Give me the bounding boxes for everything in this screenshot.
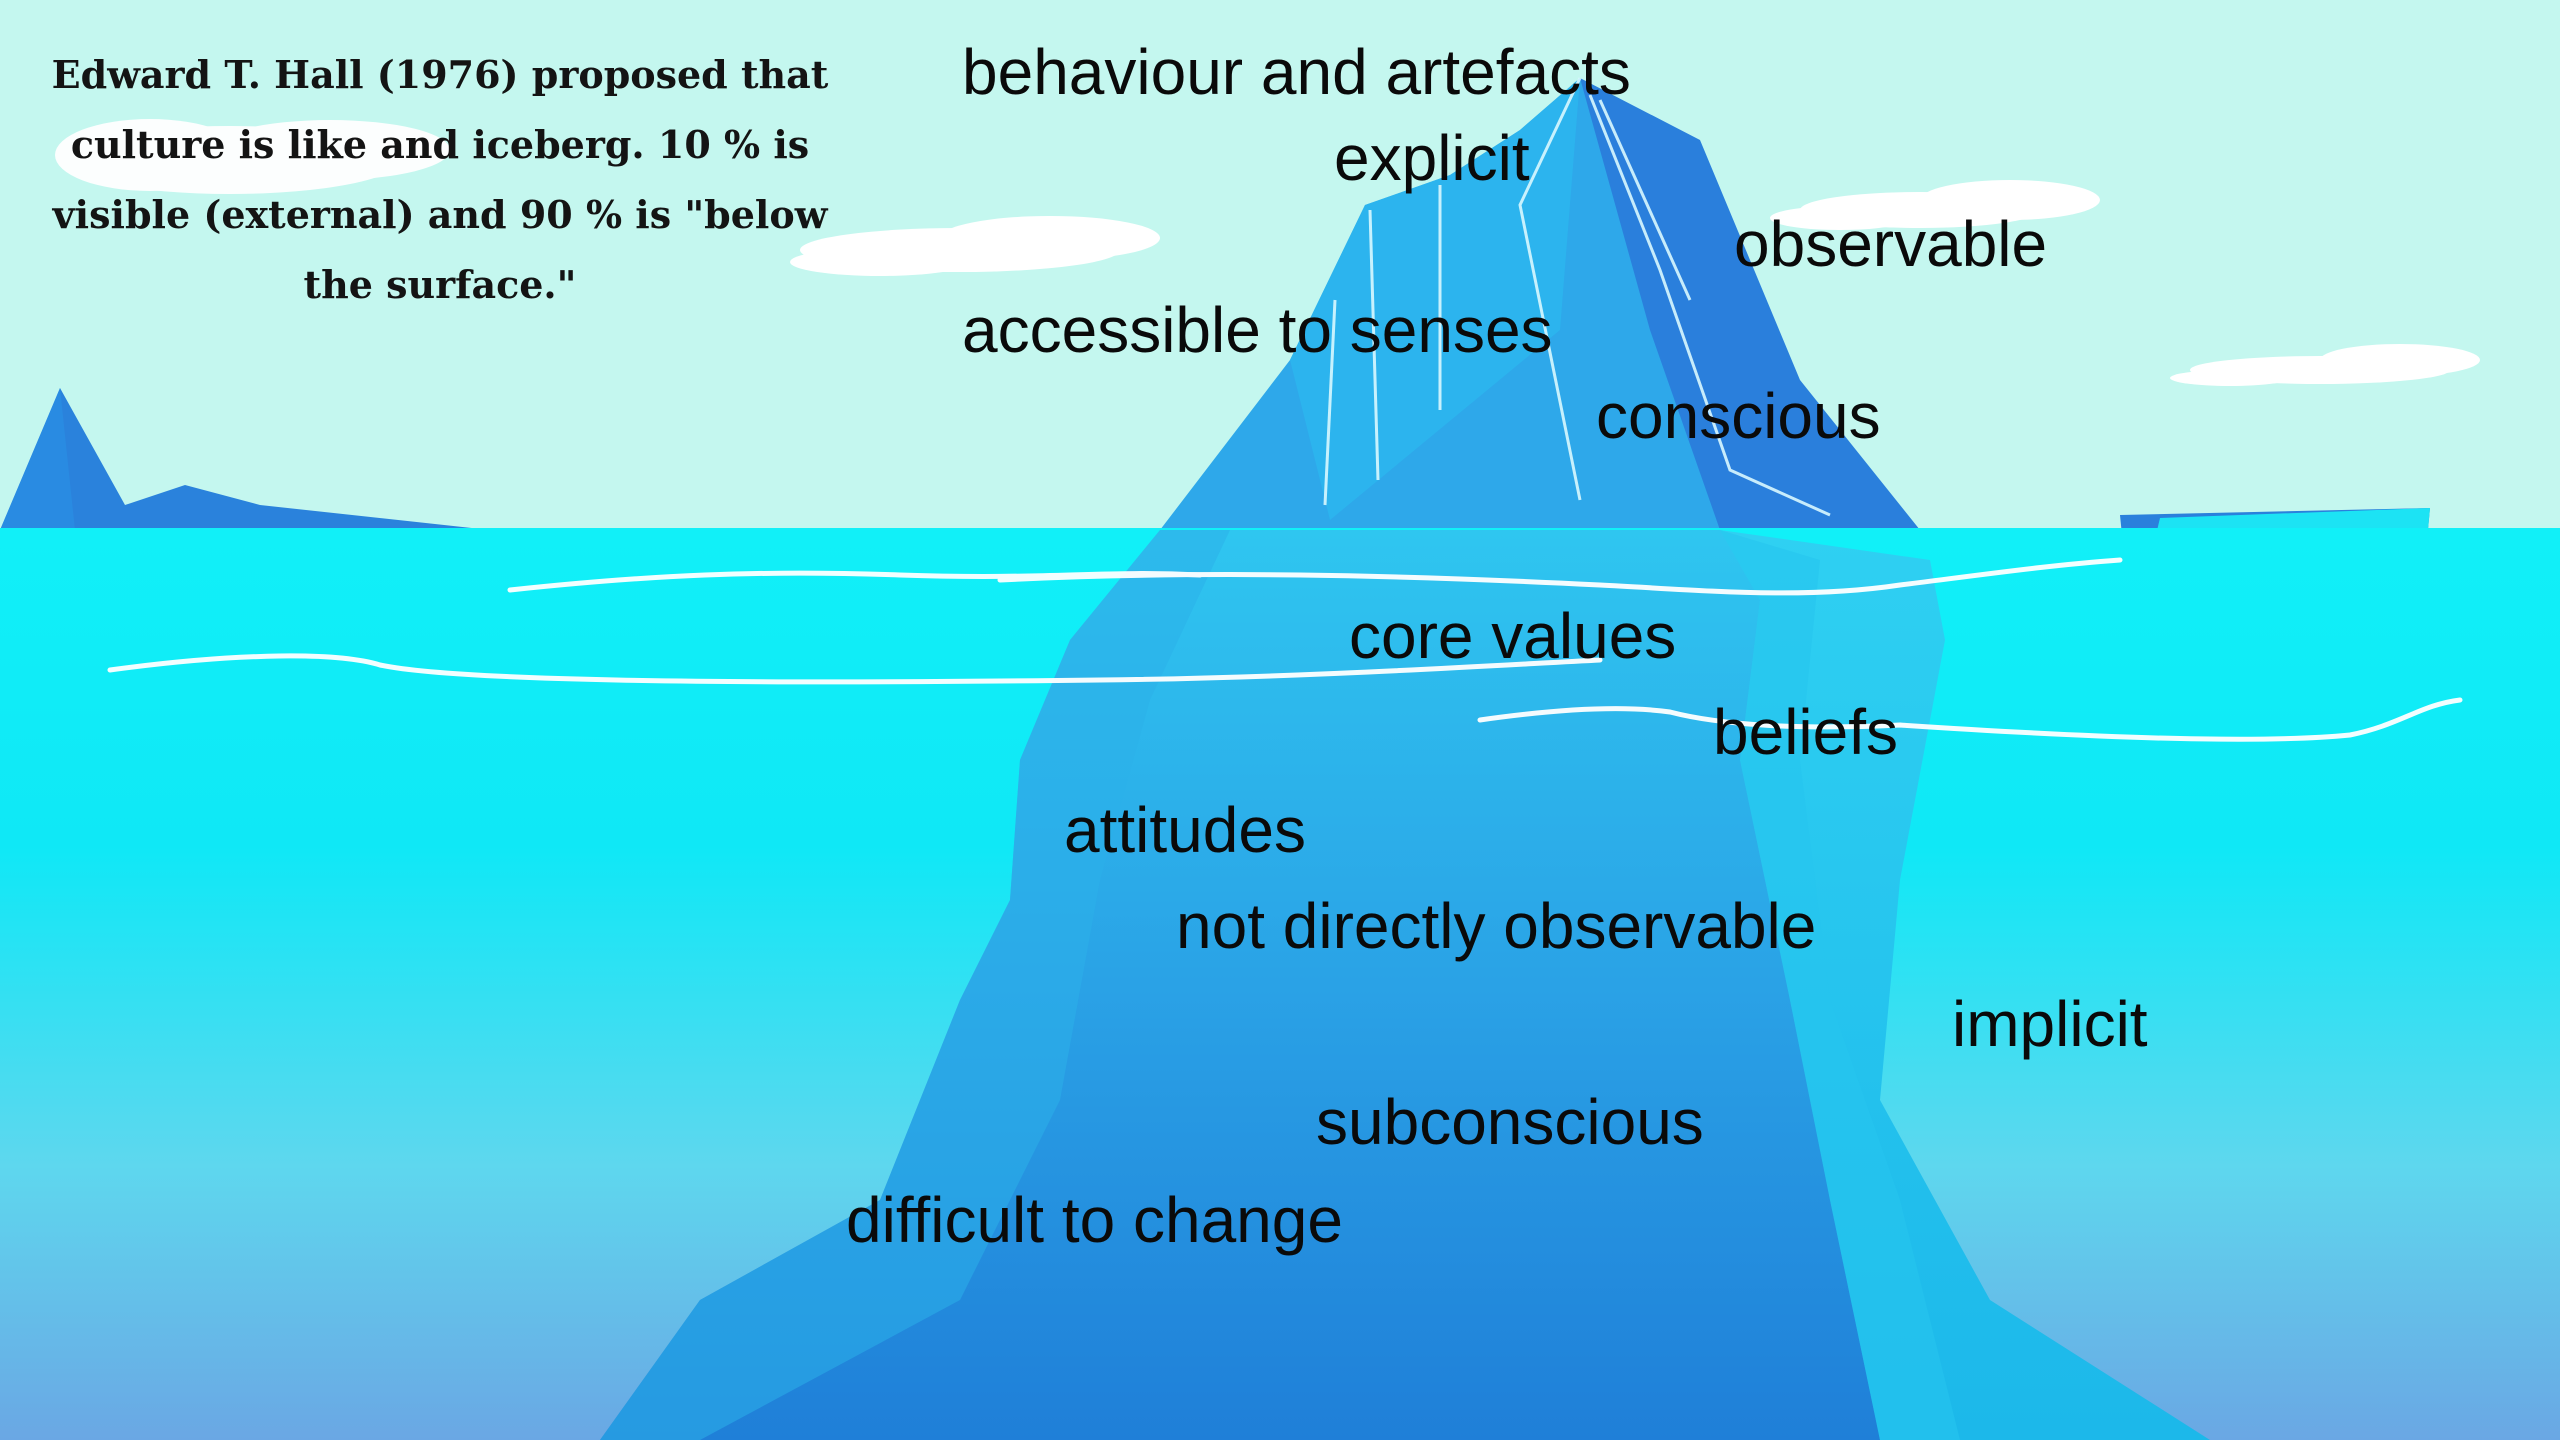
label-beliefs: beliefs [1713,696,1898,768]
label-observable: observable [1734,208,2048,280]
label-attitudes: attitudes [1064,794,1306,866]
label-difficult-to-change: difficult to change [846,1184,1343,1256]
hall-quote: Edward T. Hall (1976) proposed that cult… [51,52,829,307]
label-accessible-to-senses: accessible to senses [962,294,1553,366]
label-behaviour-and-artefacts: behaviour and artefacts [962,36,1631,108]
label-explicit: explicit [1334,122,1530,194]
cloud-right [2170,344,2480,386]
label-implicit: implicit [1952,988,2148,1060]
cloud-left [55,119,450,194]
cloud-right-top [1770,180,2100,230]
label-not-directly-observable: not directly observable [1176,890,1817,962]
label-conscious: conscious [1596,380,1881,452]
label-core-values: core values [1349,600,1677,672]
label-subconscious: subconscious [1316,1086,1704,1158]
cloud-center [790,216,1160,276]
